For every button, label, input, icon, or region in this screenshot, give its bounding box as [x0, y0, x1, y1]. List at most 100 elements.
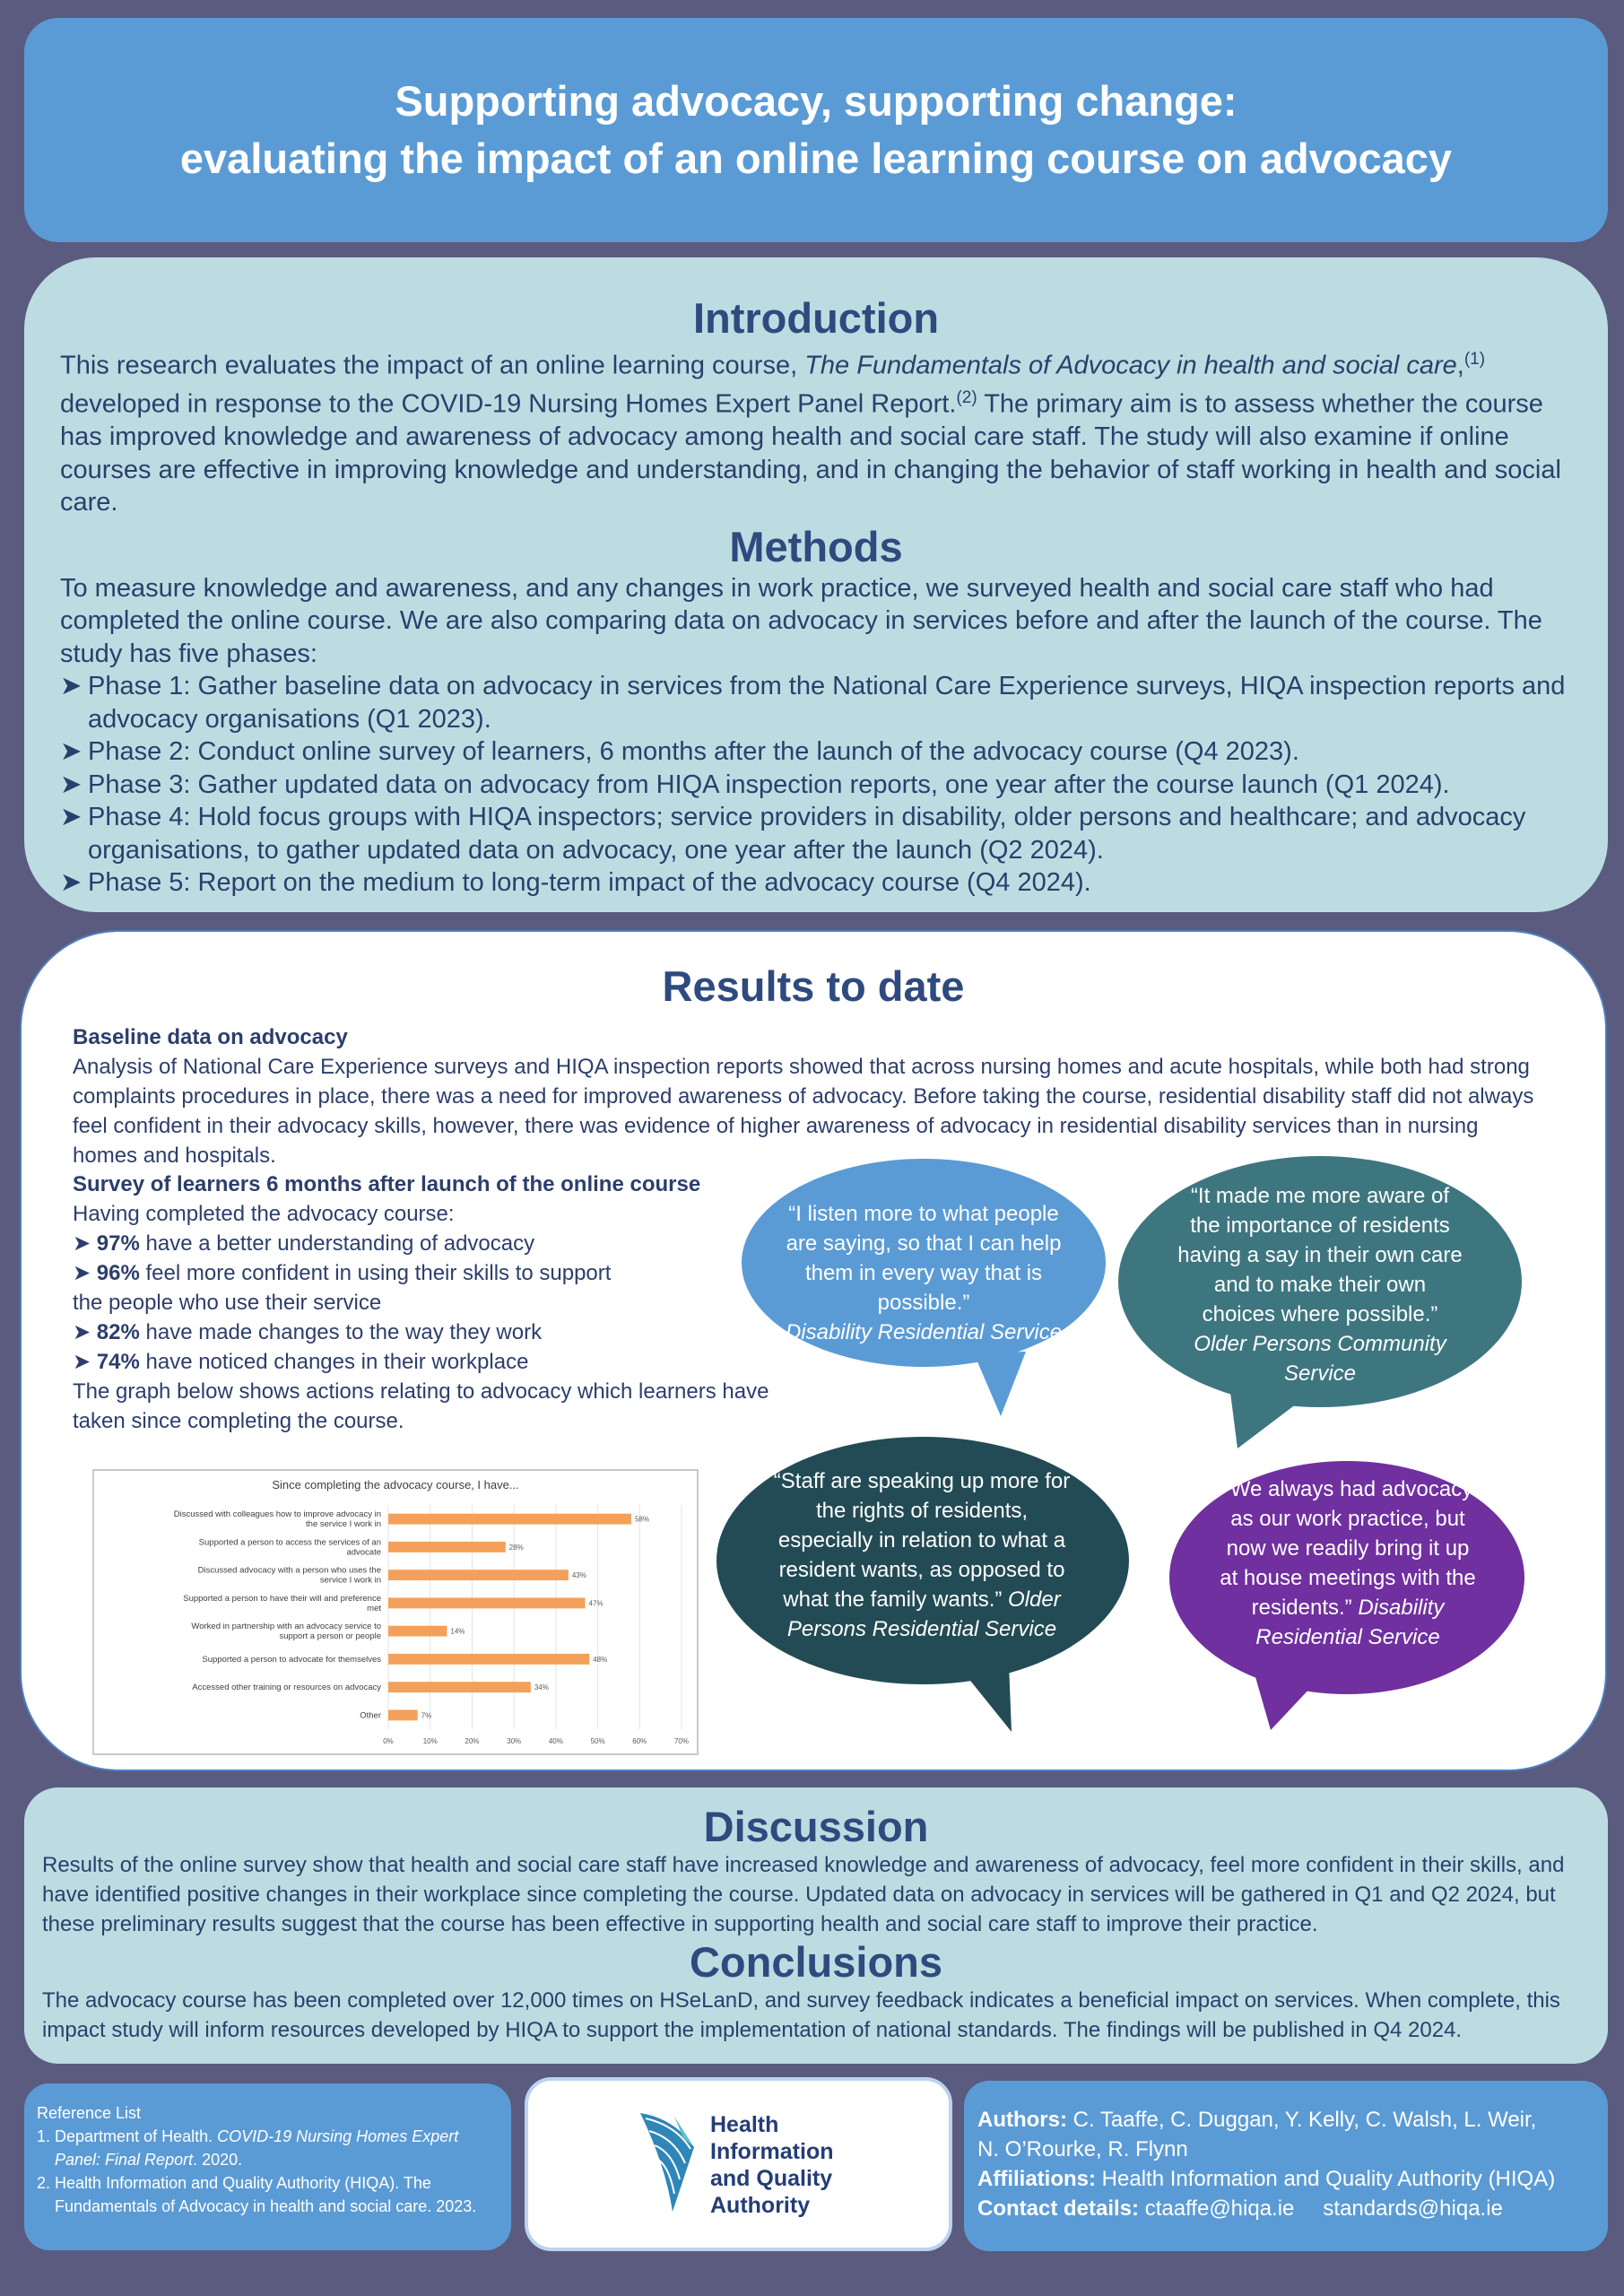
chart-tick-label: 0% [383, 1737, 394, 1745]
chart-category-label: Supported a person to access the service… [199, 1537, 381, 1547]
authors-line: Authors: C. Taaffe, C. Duggan, Y. Kelly,… [977, 2105, 1594, 2135]
arrow-bullet-icon: ➤ [73, 1261, 97, 1285]
chart-data-label: 34% [534, 1683, 549, 1692]
quote-text: “It made me more aware of the importance… [1177, 1184, 1463, 1326]
chart-bar [388, 1597, 586, 1609]
arrow-bullet-icon: ➤ [73, 1350, 97, 1374]
stat-continuation: the people who use their service [73, 1291, 382, 1315]
methods-text: To measure knowledge and awareness, and … [60, 573, 1542, 668]
baseline-heading: Baseline data on advocacy [73, 1025, 348, 1049]
authors-panel: Authors: C. Taaffe, C. Duggan, Y. Kelly,… [964, 2081, 1608, 2251]
speech-bubble-4 [1169, 1461, 1524, 1730]
chart-category-label: Supported a person to advocate for thems… [202, 1655, 381, 1665]
chart-bar [388, 1709, 418, 1721]
chart-category-label: support a person or people [279, 1631, 381, 1641]
stat-percent: 97% [96, 1231, 140, 1256]
phase-text: Phase 3: Gather updated data on advocacy… [88, 770, 1450, 799]
reference-text: Department of Health. [55, 2127, 218, 2145]
contact-email-1[interactable]: ctaaffe@hiqa.ie [1139, 2196, 1295, 2221]
stat-item: ➤ 97% have a better understanding of adv… [73, 1229, 772, 1258]
arrow-bullet-icon: ➤ [60, 737, 83, 767]
chart-category-label: Discussed advocacy with a person who use… [198, 1566, 381, 1576]
affiliations-line: Affiliations: Health Information and Qua… [977, 2164, 1594, 2194]
phase-text: Phase 1: Gather baseline data on advocac… [88, 672, 1566, 734]
hiqa-logo-panel: Health Information and Quality Authority [525, 2077, 952, 2251]
quote-text: “Staff are speaking up more for the righ… [773, 1469, 1071, 1612]
list-item: ➤Phase 1: Gather baseline data on advoca… [60, 670, 1572, 735]
chart-category-label: Discussed with colleagues how to improve… [174, 1509, 381, 1519]
chart-bar [388, 1513, 631, 1525]
chart-data-label: 47% [589, 1599, 604, 1607]
quote-text: “I listen more to what people are saying… [786, 1202, 1062, 1315]
hiqa-logo-icon [640, 2113, 694, 2212]
logo-text: and Quality [710, 2166, 833, 2191]
arrow-bullet-icon: ➤ [73, 1231, 97, 1256]
graph-intro: The graph below shows actions relating t… [73, 1379, 769, 1433]
reference-heading: Reference List [37, 2104, 142, 2122]
chart-tick-label: 70% [674, 1737, 689, 1745]
speech-bubble-2 [1118, 1156, 1522, 1448]
chart-category-label: Worked in partnership with an advocacy s… [191, 1622, 381, 1631]
chart-bar [388, 1653, 590, 1665]
speech-bubble-3 [716, 1437, 1129, 1732]
phase-list: ➤Phase 1: Gather baseline data on advoca… [60, 670, 1572, 900]
contact-email-2[interactable]: standards@hiqa.ie [1323, 2196, 1503, 2221]
course-title: The Fundamentals of Advocacy in health a… [804, 351, 1457, 380]
chart-tick-label: 30% [507, 1737, 521, 1745]
reference-item: 2. Health Information and Quality Author… [37, 2171, 499, 2218]
chart-data-label: 48% [593, 1656, 607, 1664]
intro-text-part: The primary aim is to assess whether the… [60, 389, 1561, 517]
reference-panel: Reference List 1. Department of Health. … [24, 2083, 511, 2250]
survey-section: Survey of learners 6 months after launch… [73, 1170, 772, 1436]
quote-source: Disability Residential Service [785, 1320, 1063, 1344]
chart-tick-label: 60% [632, 1737, 647, 1745]
results-heading: Results to date [662, 962, 965, 1010]
introduction-heading: Introduction [692, 294, 940, 342]
chart-data-label: 58% [635, 1516, 649, 1524]
stat-text: feel more confident in using their skill… [139, 1261, 612, 1285]
list-item: ➤Phase 5: Report on the medium to long-t… [60, 866, 1572, 900]
arrow-bullet-icon: ➤ [60, 672, 83, 701]
quote-source: Older Persons Residential Service [786, 1587, 1061, 1641]
affiliations-label: Affiliations: [977, 2167, 1096, 2191]
chart-category-label: advocate [346, 1547, 381, 1557]
introduction-text: This research evaluates the impact of an… [60, 344, 1572, 519]
results-panel: Results to date Baseline data on advocac… [20, 930, 1607, 1771]
introduction-methods-panel: Introduction This research evaluates the… [24, 257, 1608, 912]
chart-category-label: the service I work in [306, 1519, 381, 1529]
arrow-bullet-icon: ➤ [73, 1320, 97, 1344]
chart-category-label: Other [360, 1710, 381, 1720]
chart-bar [388, 1570, 569, 1581]
stat-item: ➤ 74% have noticed changes in their work… [73, 1347, 772, 1377]
chart-tick-label: 20% [465, 1737, 479, 1745]
survey-heading: Survey of learners 6 months after launch… [73, 1172, 701, 1196]
list-item: ➤Phase 4: Hold focus groups with HIQA in… [60, 801, 1572, 866]
chart-data-label: 7% [421, 1711, 432, 1719]
chart-tick-label: 10% [423, 1737, 438, 1745]
quote-source: Older Persons Community Service [1194, 1332, 1446, 1386]
intro-text-part: This research evaluates the impact of an… [60, 351, 805, 380]
chart-data-label: 28% [509, 1544, 524, 1552]
quote-1: “I listen more to what people are saying… [776, 1199, 1072, 1347]
arrow-bullet-icon: ➤ [60, 868, 83, 898]
survey-intro: Having completed the advocacy course: [73, 1202, 455, 1226]
hiqa-logo-wordmark: Health Information and Quality Authority [710, 2111, 834, 2219]
authors-names: C. Taaffe, C. Duggan, Y. Kelly, C. Walsh… [1066, 2108, 1537, 2132]
authors-line: N. O’Rourke, R. Flynn [977, 2137, 1188, 2161]
conclusions-text: The advocacy course has been completed o… [42, 1988, 1560, 2042]
stat-percent: 96% [96, 1261, 140, 1285]
stat-percent: 74% [96, 1350, 140, 1374]
reference-item: 1. Department of Health. COVID-19 Nursin… [37, 2125, 499, 2171]
quote-3: “Staff are speaking up more for the righ… [769, 1466, 1074, 1644]
quote-2: “It made me more aware of the importance… [1177, 1181, 1463, 1388]
quote-4: “We always had advocacy as our work prac… [1220, 1474, 1476, 1652]
chart-category-label: met [367, 1604, 381, 1613]
speech-bubbles [716, 1156, 1524, 1732]
stat-item: ➤ 96% feel more confident in using their… [73, 1258, 772, 1288]
logo-text: Information [710, 2139, 834, 2164]
logo-text: Health [710, 2112, 779, 2137]
stat-text: have a better understanding of advocacy [139, 1231, 535, 1256]
chart-bar [388, 1682, 531, 1693]
phase-text: Phase 5: Report on the medium to long-te… [88, 868, 1091, 898]
